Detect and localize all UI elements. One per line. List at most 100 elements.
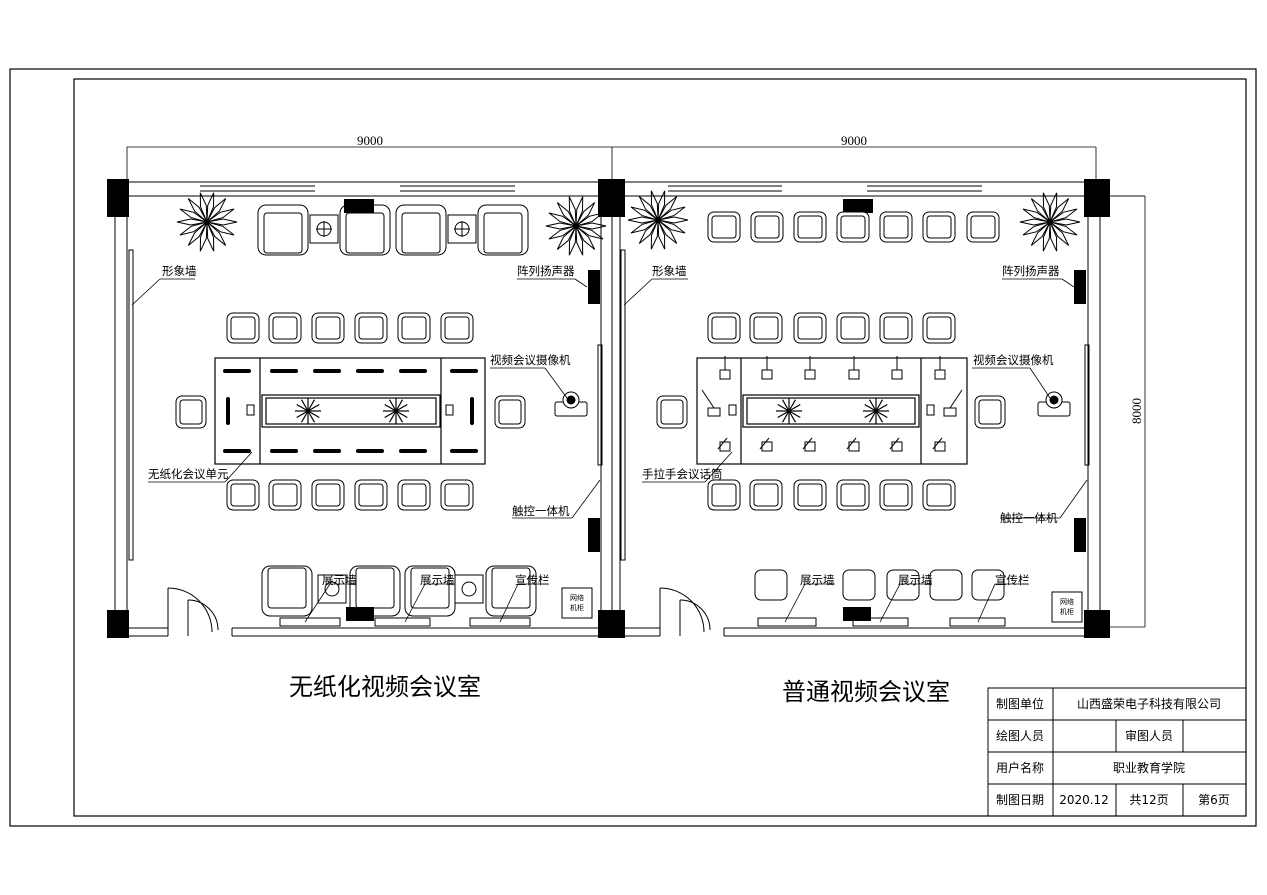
left-paperless-units bbox=[223, 369, 478, 453]
left-tv-top bbox=[344, 199, 374, 213]
plant-leaf bbox=[788, 410, 797, 423]
chair-seat bbox=[230, 483, 256, 507]
plant-leaf bbox=[199, 192, 208, 223]
plant-icon bbox=[545, 196, 607, 256]
chair-seat bbox=[883, 483, 909, 507]
plant-leaf bbox=[307, 399, 316, 412]
chair-seat bbox=[883, 316, 909, 340]
right-room-columns bbox=[598, 179, 1110, 638]
plant-leaf bbox=[206, 218, 238, 226]
plant-icon bbox=[1019, 192, 1081, 252]
plant-icon bbox=[176, 192, 238, 252]
plant-leaf bbox=[1022, 208, 1051, 223]
plant-leaf bbox=[575, 222, 607, 230]
plant-leaf bbox=[575, 225, 604, 240]
plant-leaf bbox=[864, 410, 877, 419]
left-array-speaker-bottom bbox=[588, 518, 600, 552]
title-block-total-pages: 共12页 bbox=[1129, 793, 1168, 807]
plant-leaf bbox=[206, 192, 215, 223]
plant-leaf bbox=[777, 403, 790, 412]
right-array-speaker-label: 阵列扬声器 bbox=[1002, 264, 1060, 278]
plant-leaf bbox=[627, 216, 659, 224]
plant-leaf bbox=[545, 222, 577, 230]
chair-seat bbox=[753, 316, 779, 340]
title-block-unit-label: 制图单位 bbox=[996, 696, 1044, 711]
plant-leaf bbox=[307, 403, 320, 412]
plant-leaf bbox=[657, 219, 686, 234]
microphone-icon bbox=[728, 404, 737, 416]
chair-seat bbox=[498, 399, 522, 425]
plant-leaf bbox=[788, 410, 801, 419]
plant-leaf bbox=[630, 206, 659, 221]
plant-leaf bbox=[1049, 221, 1070, 246]
title-block-client-label: 用户名称 bbox=[996, 760, 1044, 775]
left-display-wall-label-2: 展示墙 bbox=[420, 573, 455, 587]
chair-seat bbox=[230, 316, 256, 340]
chair-seat bbox=[401, 483, 427, 507]
plant-leaf bbox=[575, 225, 596, 250]
plant-leaf bbox=[1049, 208, 1078, 223]
plant-leaf bbox=[868, 399, 877, 412]
plant-leaf bbox=[788, 403, 801, 412]
title-block-reviewer-label: 审图人员 bbox=[1125, 728, 1173, 743]
title-block-page-number: 第6页 bbox=[1198, 793, 1230, 807]
microphone-icon bbox=[761, 441, 773, 452]
microphone-stem bbox=[759, 437, 770, 450]
microphone-icon bbox=[804, 441, 816, 452]
plant-leaf bbox=[388, 410, 397, 423]
plant-leaf bbox=[1042, 221, 1051, 252]
plant-leaf bbox=[206, 221, 227, 246]
chair-seat bbox=[978, 399, 1002, 425]
right-room-title: 普通视频会议室 bbox=[782, 678, 950, 706]
plant-leaf bbox=[556, 225, 577, 250]
paperless-unit bbox=[223, 369, 251, 373]
left-array-speaker-top bbox=[588, 270, 600, 304]
plant-leaf bbox=[307, 410, 316, 423]
paperless-unit bbox=[470, 397, 474, 425]
plant-leaf bbox=[384, 403, 397, 412]
plant-leaf bbox=[395, 410, 404, 423]
plant-leaf bbox=[556, 202, 577, 227]
plant-leaf bbox=[638, 196, 659, 221]
paperless-unit bbox=[399, 369, 427, 373]
plant-leaf bbox=[1049, 221, 1078, 236]
chair-seat bbox=[883, 215, 909, 239]
microphone-icon bbox=[719, 441, 731, 452]
paperless-unit bbox=[445, 404, 454, 416]
microphone-icon bbox=[804, 369, 816, 380]
chair-seat bbox=[711, 483, 737, 507]
plant-leaf bbox=[1049, 221, 1058, 252]
paperless-unit bbox=[223, 449, 251, 453]
left-display-wall-label-1: 展示墙 bbox=[322, 573, 357, 587]
plant-leaf bbox=[657, 219, 666, 250]
plant-leaf bbox=[657, 196, 678, 221]
paperless-unit bbox=[270, 449, 298, 453]
left-room-walls bbox=[114, 181, 613, 637]
left-promo-board-label: 宣传栏 bbox=[515, 573, 550, 587]
plant-leaf bbox=[388, 399, 397, 412]
microphone-icon bbox=[848, 441, 860, 452]
plant-leaf bbox=[657, 216, 689, 224]
chair-seat bbox=[660, 399, 684, 425]
plant-leaf bbox=[179, 208, 208, 223]
right-room-walls bbox=[612, 181, 1101, 637]
left-sofas-top bbox=[257, 204, 529, 256]
right-image-wall-label: 形象墙 bbox=[652, 264, 687, 278]
right-array-speaker-top bbox=[1074, 270, 1086, 304]
microphone-stem bbox=[717, 437, 728, 450]
chair-seat bbox=[840, 316, 866, 340]
microphone-stem bbox=[932, 437, 943, 450]
plant-leaf bbox=[1030, 198, 1051, 223]
paperless-unit bbox=[270, 369, 298, 373]
camera-icon bbox=[1037, 391, 1071, 417]
chair-seat bbox=[797, 316, 823, 340]
paperless-unit bbox=[313, 369, 341, 373]
plant-leaf bbox=[179, 221, 208, 236]
paperless-unit bbox=[356, 369, 384, 373]
plant-leaf bbox=[868, 410, 877, 423]
right-microphones bbox=[701, 356, 963, 452]
plant-leaf bbox=[1049, 192, 1058, 223]
left-room-title: 无纸化视频会议室 bbox=[289, 673, 481, 701]
microphone-icon bbox=[943, 407, 957, 417]
